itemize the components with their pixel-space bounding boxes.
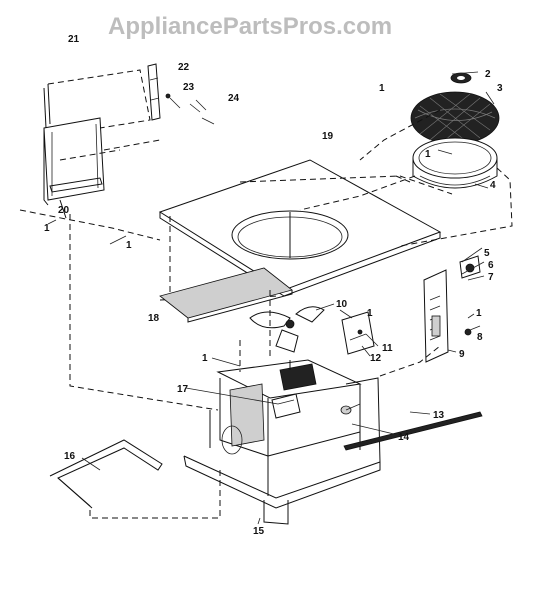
rod-13: [343, 411, 483, 451]
callout-21: 21: [68, 34, 80, 45]
top-cover-plate: [158, 159, 442, 297]
fan-ring: [412, 137, 498, 189]
pin-14: [340, 403, 361, 415]
leader-lines: [47, 71, 495, 525]
callout-1-plate: 1: [126, 240, 132, 251]
callout-7: 7: [488, 272, 494, 283]
callout-1-top: 1: [379, 83, 385, 94]
callout-1-panel: 1: [476, 308, 482, 319]
control-panel: [423, 269, 449, 363]
callout-19: 19: [322, 131, 334, 142]
callout-22: 22: [178, 62, 190, 73]
callout-1-housing: 1: [202, 353, 208, 364]
fan-grille: [410, 91, 500, 145]
callout-24: 24: [228, 93, 240, 104]
grille-cap: [450, 72, 472, 84]
callout-16: 16: [64, 451, 76, 462]
callout-3: 3: [497, 83, 503, 94]
callout-6: 6: [488, 260, 494, 271]
callout-18: 18: [148, 313, 160, 324]
motor-mount-bracket: [341, 311, 375, 355]
callout-11: 11: [382, 343, 393, 354]
knob-8: [464, 325, 481, 336]
watermark-text: AppliancePartsPros.com: [108, 13, 392, 40]
blower-housing: [216, 359, 362, 457]
mounting-bracket-22: [147, 63, 161, 121]
motor-17: [271, 393, 301, 419]
callout-2: 2: [485, 69, 491, 80]
grille-leader: [359, 109, 441, 161]
fan-blade: [249, 306, 325, 353]
switch-5: [459, 255, 481, 279]
callout-1-bracket: 1: [367, 308, 373, 319]
screw-23: [165, 93, 181, 109]
base-panel: [159, 267, 293, 323]
clip-24: [189, 99, 215, 125]
callout-20: 20: [58, 205, 70, 216]
side-bracket-assembly: [43, 69, 161, 219]
callout-23: 23: [183, 82, 195, 93]
chassis-frame: [183, 377, 381, 525]
callout-15: 15: [253, 526, 265, 537]
wire-handle: [49, 439, 163, 509]
callout-9: 9: [459, 349, 465, 360]
callout-13: 13: [433, 410, 445, 421]
callout-14: 14: [398, 432, 410, 443]
callout-1-ring: 1: [425, 149, 431, 160]
ring-leader-2: [399, 167, 513, 247]
callout-10: 10: [336, 299, 348, 310]
callout-12: 12: [370, 353, 382, 364]
callout-5: 5: [484, 248, 490, 259]
callout-1-left: 1: [44, 223, 50, 234]
assembly-dashes: [69, 214, 441, 519]
callout-4: 4: [490, 180, 496, 191]
callout-labels: 21 22 23 24 1 2 3 19 1 4 20 1 1 5 6 7 10…: [44, 34, 503, 537]
callout-8: 8: [477, 332, 483, 343]
callout-17: 17: [177, 384, 189, 395]
